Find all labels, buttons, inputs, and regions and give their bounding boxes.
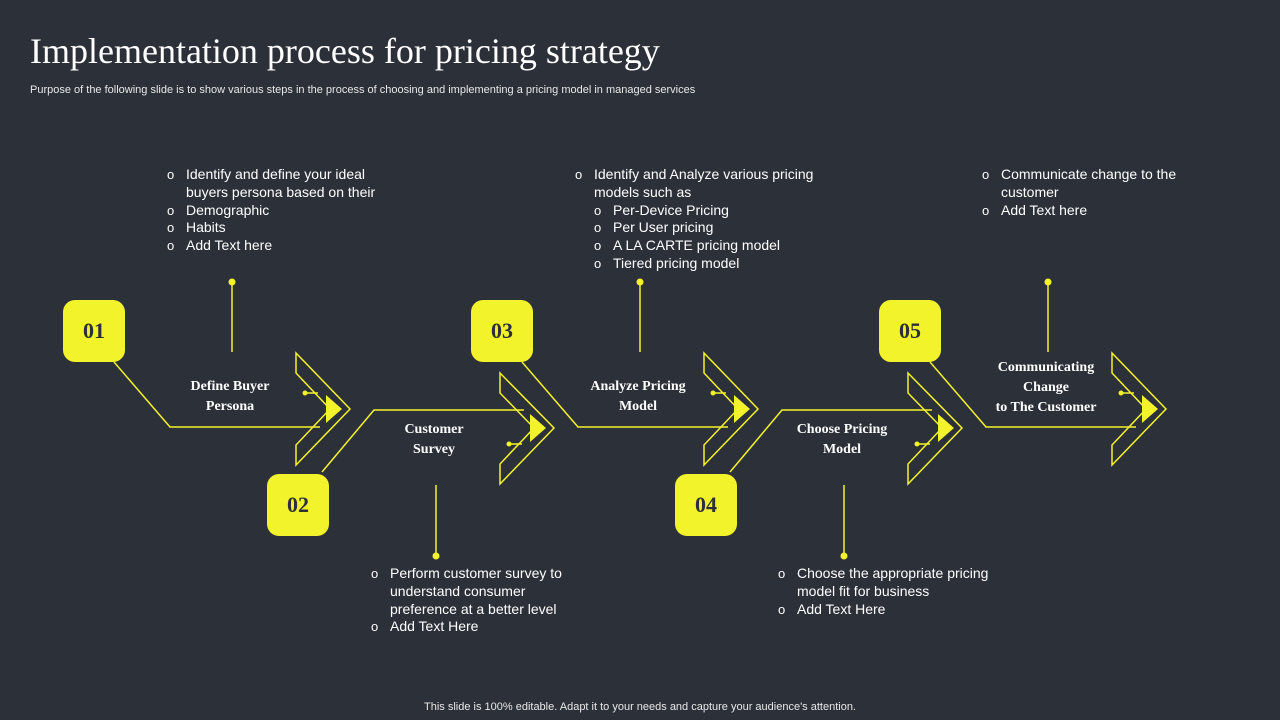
step-1-bullets: Identify and define your ideal buyers pe… <box>167 166 407 255</box>
list-item: Add Text Here <box>778 601 1018 619</box>
list-item: Identify and define your ideal buyers pe… <box>167 166 407 202</box>
step-2-bullets: Perform customer survey to understand co… <box>371 565 596 636</box>
step-number-badge-4: 04 <box>675 474 737 536</box>
list-item: A LA CARTE pricing model <box>594 237 815 255</box>
chevron-arrow-4-icon <box>907 371 964 486</box>
list-item: Perform customer survey to understand co… <box>371 565 596 618</box>
list-item: Habits <box>167 219 407 237</box>
chevron-arrow-1-icon <box>295 351 352 467</box>
list-item: Per-Device Pricing <box>594 202 815 220</box>
list-item: Tiered pricing model <box>594 255 815 273</box>
chevron-arrow-2-icon <box>499 371 556 486</box>
list-item: Add Text here <box>982 202 1202 220</box>
list-item: Add Text Here <box>371 618 596 636</box>
chevron-arrow-3-icon <box>703 351 760 467</box>
step-number-badge-3: 03 <box>471 300 533 362</box>
chevron-arrow-5-icon <box>1111 351 1168 467</box>
step-5-bullets: Communicate change to the customer Add T… <box>982 166 1202 219</box>
list-item: Choose the appropriate pricing model fit… <box>778 565 1018 601</box>
list-item: Per User pricing <box>594 219 815 237</box>
step-4-bullets: Choose the appropriate pricing model fit… <box>778 565 1018 618</box>
footer-note: This slide is 100% editable. Adapt it to… <box>424 701 856 713</box>
list-item: Add Text here <box>167 237 407 255</box>
step-number-badge-2: 02 <box>267 474 329 536</box>
step-number-badge-1: 01 <box>63 300 125 362</box>
flow-line-3 <box>521 361 728 428</box>
flow-line-2 <box>321 409 524 473</box>
step-3-bullets: Identify and Analyze various pricing mod… <box>575 166 815 273</box>
flow-line-4 <box>729 409 932 473</box>
page-title: Implementation process for pricing strat… <box>30 31 660 71</box>
list-item: Communicate change to the customer <box>982 166 1202 202</box>
flow-line-5 <box>929 361 1136 428</box>
page-subtitle: Purpose of the following slide is to sho… <box>30 84 696 96</box>
list-item: Identify and Analyze various pricing mod… <box>575 166 815 202</box>
list-item: Demographic <box>167 202 407 220</box>
step-number-badge-5: 05 <box>879 300 941 362</box>
flow-line-1 <box>113 361 320 428</box>
